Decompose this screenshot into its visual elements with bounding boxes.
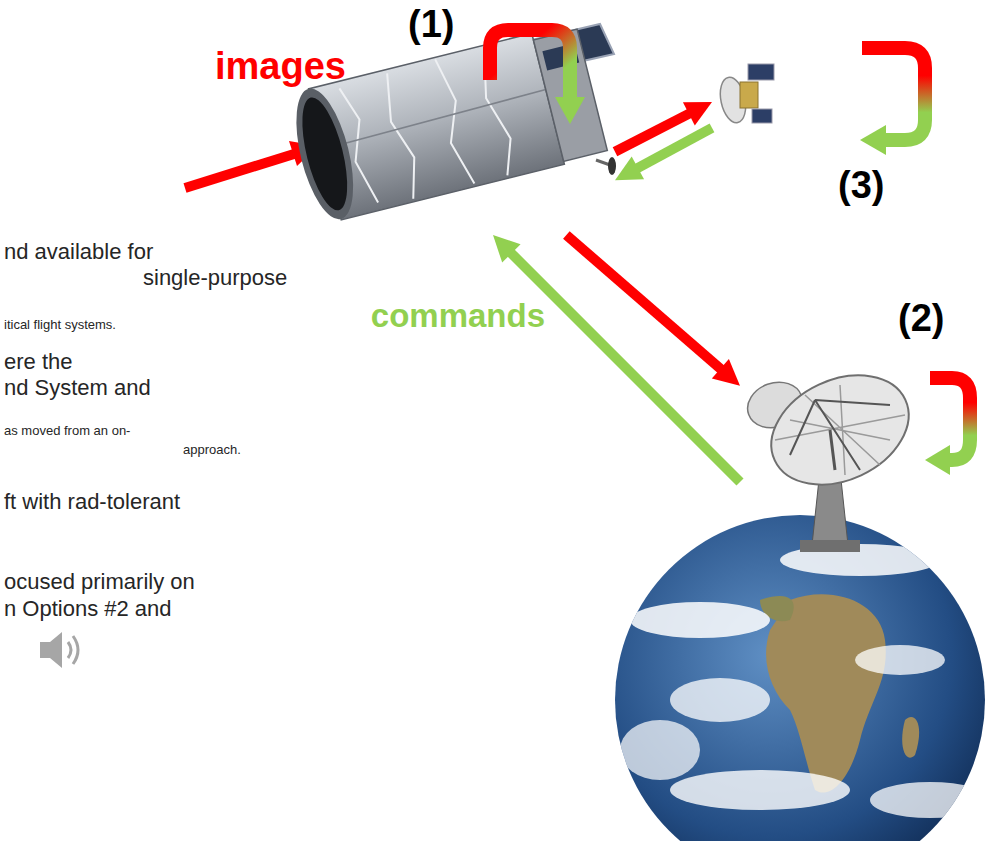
ground-station-node: (2): [740, 370, 935, 565]
spacecraft-node: (1): [300, 30, 615, 235]
signal-arrow: [615, 102, 712, 152]
note-text: as moved from an on-: [4, 424, 130, 438]
bullet-text: n Options #2 and: [4, 597, 172, 621]
antenna-boom: [596, 160, 610, 165]
signal-arrow: [566, 235, 740, 386]
bullet-text: nd available for: [4, 240, 153, 264]
bullet-text: ere the: [4, 350, 73, 374]
note-text: itical flight systems.: [4, 318, 116, 332]
arrow-head: [712, 359, 740, 386]
relay-satellite: [716, 64, 774, 125]
signal-arrow: [615, 128, 712, 180]
signal-arrow: [493, 235, 740, 482]
antenna-dish: [608, 157, 616, 175]
speaker-icon: [40, 632, 78, 668]
arrow-shaft: [566, 235, 722, 370]
aperture-rim: [285, 83, 364, 225]
images-arrow: [185, 141, 318, 188]
earth: [615, 515, 988, 841]
loop-arrow: [490, 30, 585, 124]
bullet-text: ft with rad-tolerant: [4, 490, 180, 514]
bullet-text: single-purpose: [143, 266, 287, 290]
arrow-head: [493, 235, 521, 263]
arrow-shaft: [185, 154, 294, 188]
arrow-shaft: [636, 128, 712, 169]
arrow-shaft: [510, 252, 740, 482]
ground-antenna: [741, 354, 926, 552]
bullet-text: ocused primarily on: [4, 570, 195, 594]
flow-label: commands: [371, 298, 545, 334]
arrow-head: [615, 156, 644, 180]
loop-arrow: [925, 378, 970, 475]
loop-arrow: [860, 48, 925, 155]
bullet-text: nd System and: [4, 376, 151, 400]
flow-label: images: [215, 46, 346, 88]
aperture: [293, 93, 356, 214]
callout-number: (2): [898, 298, 944, 340]
note-text: approach.: [183, 443, 241, 457]
callout-number: (1): [408, 4, 454, 46]
callout-number: (3): [838, 165, 884, 207]
arrow-head: [683, 102, 712, 125]
relay-satellite-node: (3): [712, 62, 775, 128]
